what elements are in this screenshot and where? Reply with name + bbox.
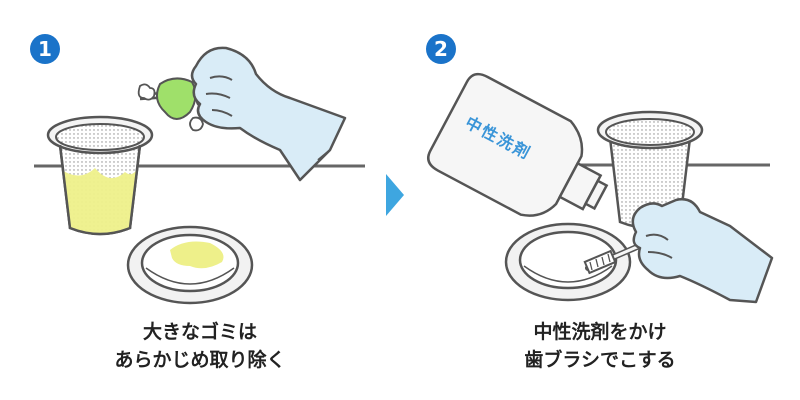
glove-hand [190,46,347,182]
step-1-illustration [34,46,365,305]
glove-hand [631,198,774,304]
step-1-caption: 大きなゴミは あらかじめ取り除く [0,318,400,374]
drain-basket [46,115,154,236]
step-1-panel: 1 [0,34,400,374]
step-1-caption-line-1: 大きなゴミは [142,321,257,343]
step-2-caption-line-2: 歯ブラシでこする [524,349,676,371]
step-2-caption-line-1: 中性洗剤をかけ [533,321,667,343]
right-chevron-arrow-icon [386,174,404,216]
step-1-badge: 1 [30,34,60,64]
step-2-panel: 2 中性洗剤 [400,0,800,400]
detergent-bottle [427,72,609,217]
drain-ring [504,222,632,302]
step-2-badge: 2 [426,34,456,64]
step-1-caption-line-2: あらかじめ取り除く [114,349,286,371]
drain-ring [126,225,254,305]
step-2-caption: 中性洗剤をかけ 歯ブラシでこする [400,318,800,374]
step-2-illustration: 中性洗剤 [427,72,774,304]
